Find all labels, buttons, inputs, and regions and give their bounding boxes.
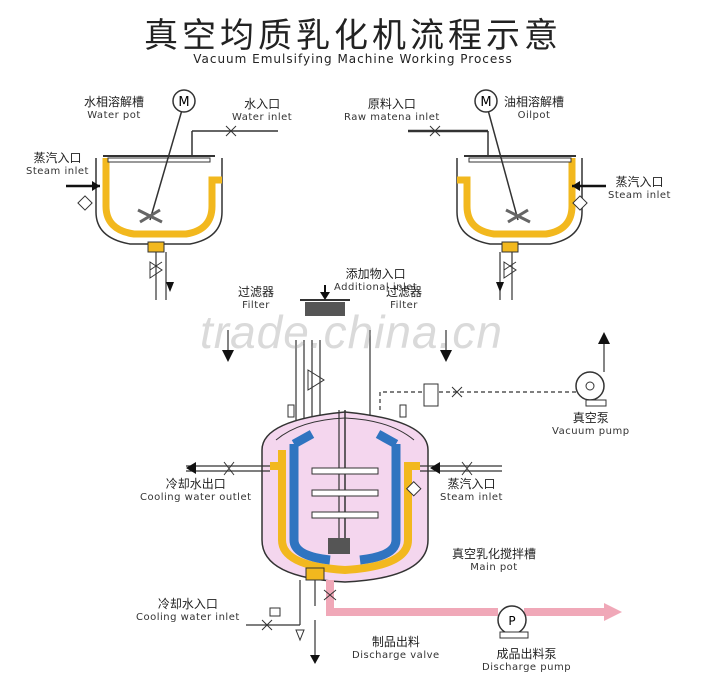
water-pot (77, 109, 223, 300)
svg-text:P: P (508, 614, 515, 628)
steam-inlet-right-arrow (572, 181, 606, 191)
filter-left-pipe (222, 330, 234, 362)
svg-text:M: M (480, 95, 491, 110)
cooling-water-outlet-pipe (186, 461, 270, 476)
raw-material-inlet-pipe (408, 125, 489, 156)
diagram-title-en: Vacuum Emulsifying Machine Working Proce… (193, 52, 513, 66)
water-pot-motor: M (172, 89, 196, 113)
main-pot (261, 404, 429, 606)
steam-inlet-left-arrow (66, 181, 100, 191)
diagram-title-cn: 真空均质乳化机流程示意 (144, 16, 562, 56)
watermark: trade.china.cn (200, 306, 503, 358)
discharge-pipe: P (323, 580, 622, 639)
svg-text:M: M (178, 95, 189, 110)
oil-pot-motor: M (474, 89, 498, 113)
water-inlet-pipe (191, 125, 278, 156)
filter-right-pipe (440, 330, 452, 362)
oil-pot (456, 109, 588, 300)
feed-pipes (295, 330, 371, 420)
vacuum-line (379, 332, 610, 410)
cooling-water-inlet-pipe (246, 580, 320, 664)
steam-inlet-main-pipe (420, 461, 502, 476)
additional-inlet (300, 285, 350, 316)
